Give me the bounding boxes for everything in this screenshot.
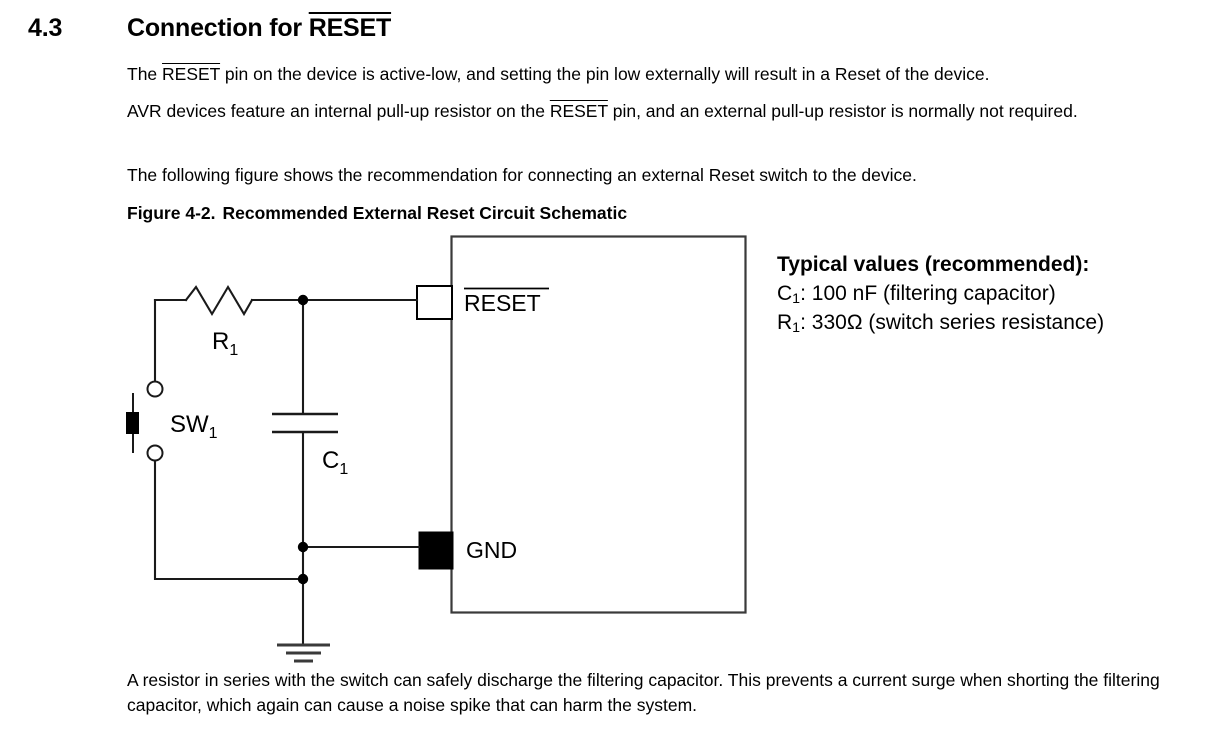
ground-symbol xyxy=(277,643,330,663)
typical-res-sub: 1 xyxy=(792,320,801,337)
typical-values-title: Typical values (recommended): xyxy=(777,253,1090,276)
section-heading: 4.3 Connection for RESET xyxy=(0,14,1225,54)
wire-switch-bottom-to-rail xyxy=(153,459,305,581)
gnd-pin-label: GND xyxy=(466,537,517,563)
switch-label: SW1 xyxy=(170,411,218,442)
junction-dot-bottom-rail xyxy=(297,573,309,585)
junction-dots xyxy=(297,294,309,585)
resistor-label-sub: 1 xyxy=(229,342,238,359)
figure-caption-text: Recommended External Reset Circuit Schem… xyxy=(222,203,628,223)
p1-text-a: The xyxy=(127,64,163,84)
typical-cap-ref: C xyxy=(777,282,793,305)
typical-res-text: : 330Ω (switch series resistance) xyxy=(800,311,1105,334)
p1-text-b: pin on the device is active-low, and set… xyxy=(220,64,990,84)
paragraph-internal-pullup: AVR devices feature an internal pull-up … xyxy=(127,99,1189,124)
capacitor-label-ref: C xyxy=(322,447,339,474)
junction-dot-reset-node xyxy=(297,294,309,306)
p2-text-a: AVR devices feature an internal pull-up … xyxy=(127,101,550,121)
p2-overlined-reset: RESET xyxy=(549,101,608,121)
pushbutton-switch-symbol xyxy=(126,380,164,462)
heading-overlined-reset: RESET xyxy=(308,14,392,42)
device-body-rect xyxy=(450,235,747,614)
junction-dot-gnd-node xyxy=(297,541,309,553)
reset-pin-box xyxy=(416,285,453,320)
typical-values-capacitor: C1: 100 nF (filtering capacitor) xyxy=(777,279,1104,308)
figure-caption-number: Figure 4-2. xyxy=(127,203,216,223)
p1-overlined-reset: RESET xyxy=(162,64,221,84)
reset-pin-label: RESET xyxy=(464,290,541,316)
switch-plunger-block xyxy=(126,412,139,434)
capacitor-symbol xyxy=(272,412,338,434)
p2-text-b: pin, and an external pull-up resistor is… xyxy=(607,101,1078,121)
typical-values-resistor: R1: 330Ω (switch series resistance) xyxy=(777,308,1104,337)
figure-caption: Figure 4-2. Recommended External Reset Ci… xyxy=(127,203,627,224)
resistor-label-ref: R xyxy=(212,328,229,355)
switch-label-sub: 1 xyxy=(209,425,218,442)
schematic-wires xyxy=(153,284,421,647)
typical-res-ref: R xyxy=(777,311,793,334)
reset-pin-label-group: RESET xyxy=(464,287,549,316)
switch-terminal-upper xyxy=(146,380,164,398)
resistor-zigzag xyxy=(184,284,254,317)
figure-reset-circuit-schematic: RESET GND R1 C1 SW1 xyxy=(0,225,1225,665)
switch-label-ref: SW xyxy=(170,411,209,438)
typical-cap-text: : 100 nF (filtering capacitor) xyxy=(800,282,1056,305)
paragraph-reset-active-low: The RESET pin on the device is active-lo… xyxy=(127,62,1217,87)
capacitor-label-sub: 1 xyxy=(339,461,348,478)
capacitor-label: C1 xyxy=(322,447,348,478)
resistor-label: R1 xyxy=(212,328,238,359)
page-title: Connection for RESET xyxy=(127,14,391,43)
typical-values-block: Typical values (recommended): C1: 100 nF… xyxy=(777,250,1104,337)
section-number: 4.3 xyxy=(28,14,63,42)
heading-title-prefix: Connection for xyxy=(127,14,309,42)
switch-terminal-lower xyxy=(146,444,164,462)
gnd-pin-box xyxy=(418,531,454,570)
typical-cap-sub: 1 xyxy=(792,291,801,308)
paragraph-resistor-discharge: A resistor in series with the switch can… xyxy=(127,670,1160,715)
paragraph-figure-intro: The following figure shows the recommend… xyxy=(127,165,917,185)
